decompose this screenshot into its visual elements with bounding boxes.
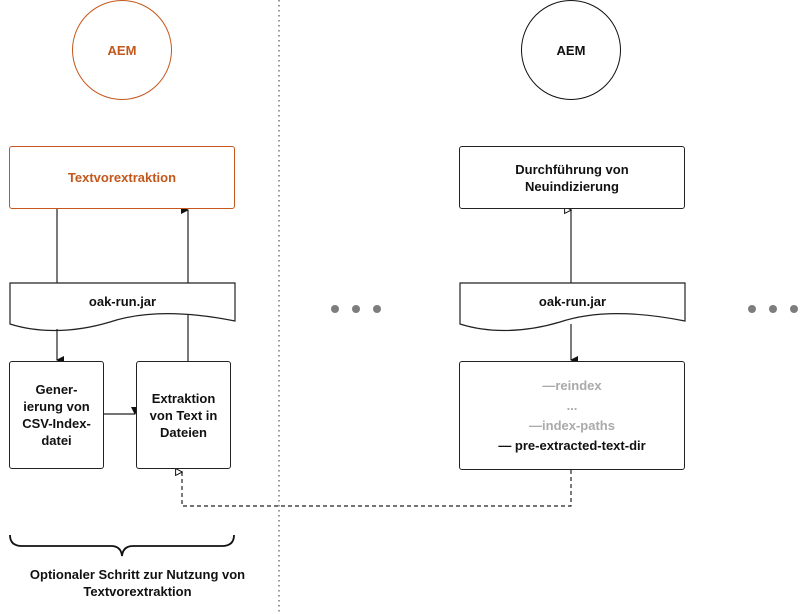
reindex-line-1: Durchführung von: [515, 161, 629, 177]
ellipsis-dot: [769, 305, 777, 313]
caption-line-1: Optionaler Schritt zur Nutzung von: [29, 567, 246, 582]
left-oak-run-label: oak-run.jar: [88, 294, 157, 309]
ellipsis-dot: [331, 305, 339, 313]
right-aem-node: AEM: [521, 0, 621, 100]
optional-step-caption: Optionaler Schritt zur Nutzung von Textv…: [0, 566, 275, 600]
middle-continuation-dots: [331, 305, 381, 313]
csv-index-box: Gener- ierung von CSV-Index- datei: [9, 361, 104, 469]
param-index-paths: —index-paths: [529, 418, 615, 433]
csv-line-1: Gener-: [35, 382, 78, 397]
left-aem-label: AEM: [107, 42, 137, 58]
param-pre-extracted-text-dir: — pre-extracted-text-dir: [498, 438, 646, 453]
csv-line-2: ierung von: [23, 399, 90, 414]
caption-line-2: Textvorextraktion: [83, 584, 192, 599]
right-oak-run-jar-shape: [459, 282, 686, 332]
optional-step-brace: [9, 534, 235, 557]
left-oak-run-jar-shape: [9, 282, 236, 332]
ellipsis-dot: [352, 305, 360, 313]
csv-line-3: CSV-Index-: [22, 416, 91, 431]
extraction-line-2: von Text in: [149, 407, 218, 423]
left-aem-node: AEM: [72, 0, 172, 100]
reindex-execution-box: Durchführung von Neuindizierung: [459, 146, 685, 209]
right-continuation-dots: [748, 305, 798, 313]
ellipsis-dot: [790, 305, 798, 313]
ellipsis-dot: [373, 305, 381, 313]
ellipsis-dot: [748, 305, 756, 313]
right-oak-run-label: oak-run.jar: [538, 294, 607, 309]
param-reindex: —reindex: [542, 378, 602, 393]
text-extraction-box: Extraktion von Text in Dateien: [136, 361, 231, 469]
right-aem-label: AEM: [556, 42, 586, 58]
textvorextraktion-label: Textvorextraktion: [67, 170, 177, 185]
reindex-params-box: —reindex ... —index-paths — pre-extracte…: [459, 361, 685, 470]
extraction-line-1: Extraktion: [151, 390, 216, 406]
reindex-line-2: Neuindizierung: [525, 178, 619, 194]
textvorextraktion-box: Textvorextraktion: [9, 146, 235, 209]
dashed-link-params-to-extraction: [182, 470, 572, 507]
param-ellipsis: ...: [566, 398, 578, 413]
extraction-line-3: Dateien: [160, 424, 207, 440]
csv-line-4: datei: [41, 433, 72, 448]
